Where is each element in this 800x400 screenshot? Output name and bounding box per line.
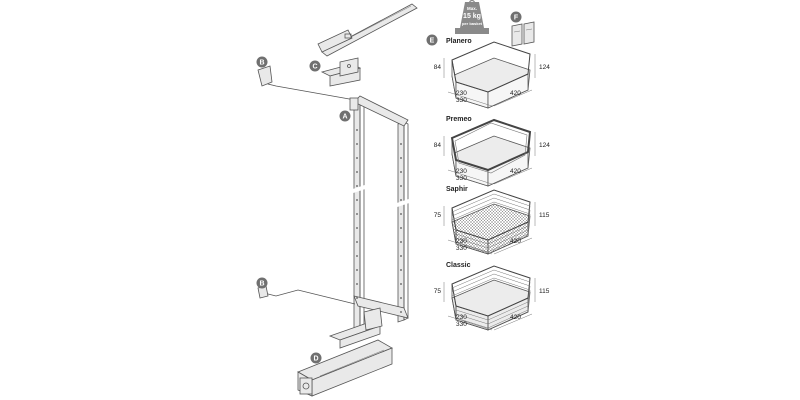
width-1-dim: 230 [456, 90, 467, 97]
frame-holes [356, 129, 402, 313]
svg-text:15 kg: 15 kg [463, 13, 481, 20]
part-label-b-top: B [256, 56, 268, 68]
basket-name: Premeo [446, 116, 472, 123]
width-1-dim: 230 [456, 238, 467, 245]
mounting-bracket-c [320, 57, 362, 87]
depth-dim: 420 [510, 90, 521, 97]
part-label-c: C [309, 60, 321, 72]
svg-text:A: A [342, 114, 347, 121]
depth-dim: 420 [510, 238, 521, 245]
part-label-f: F [510, 11, 522, 23]
width-1-dim: 230 [456, 314, 467, 321]
width-2-dim: 330 [456, 97, 467, 104]
height-left-dim: 84 [434, 64, 442, 71]
height-left-dim: 75 [434, 212, 442, 219]
connecting-rod-bottom [257, 285, 356, 305]
height-right-dim: 124 [539, 64, 550, 71]
svg-text:C: C [312, 64, 317, 71]
height-right-dim: 115 [539, 288, 550, 295]
svg-text:B: B [259, 60, 264, 67]
height-right-dim: 124 [539, 142, 550, 149]
dimension-lines [443, 202, 536, 255]
width-1-dim: 230 [456, 168, 467, 175]
width-2-dim: 330 [456, 321, 467, 328]
svg-text:Max.: Max. [467, 6, 477, 11]
svg-text:B: B [259, 281, 264, 288]
height-left-dim: 84 [434, 142, 442, 149]
width-2-dim: 330 [456, 175, 467, 182]
dimension-lines [443, 132, 536, 185]
basket-hooks-f [511, 21, 535, 47]
part-label-e: E [426, 34, 438, 46]
svg-text:per basket: per basket [462, 21, 483, 26]
part-label-b-bottom: B [256, 277, 268, 289]
dimension-lines [443, 278, 536, 331]
basket-name: Classic [446, 262, 471, 269]
bottom-runner-d [297, 339, 393, 397]
bottom-bracket [328, 307, 383, 349]
width-2-dim: 330 [456, 245, 467, 252]
depth-dim: 420 [510, 168, 521, 175]
depth-dim: 420 [510, 314, 521, 321]
svg-text:D: D [313, 356, 318, 363]
height-left-dim: 75 [434, 288, 442, 295]
svg-text:E: E [430, 38, 435, 45]
pull-out-frame-a [349, 95, 413, 329]
basket-name: Planero [446, 38, 472, 45]
dimension-lines [443, 54, 536, 107]
top-rail [317, 3, 418, 57]
part-label-d: D [310, 352, 322, 364]
height-right-dim: 115 [539, 212, 550, 219]
part-label-a: A [339, 110, 351, 122]
max-weight-badge: Max. 15 kg per basket [455, 0, 489, 34]
basket-name: Saphir [446, 186, 468, 193]
svg-text:F: F [514, 15, 519, 22]
connecting-rod-top [257, 65, 356, 101]
